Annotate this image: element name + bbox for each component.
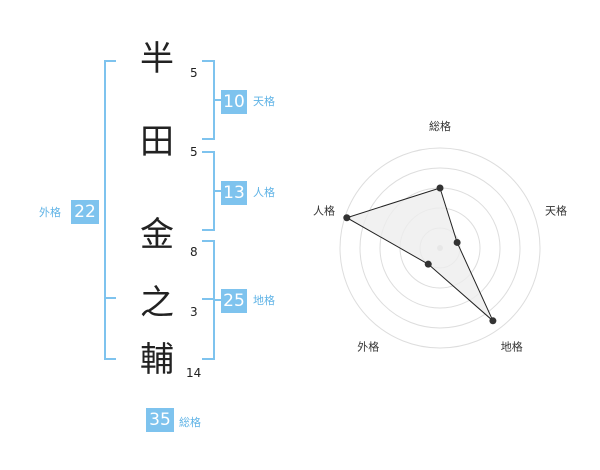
chikaku-bracket bbox=[202, 240, 215, 360]
radar-axis-label-4: 外格 bbox=[357, 340, 379, 354]
name-char-3: 金 bbox=[140, 215, 174, 255]
soukaku-badge: 35 bbox=[146, 408, 174, 432]
radar-point-2 bbox=[453, 238, 461, 246]
radar-point-1 bbox=[436, 184, 444, 192]
chikaku-badge: 25 bbox=[221, 289, 247, 313]
radar-axis-label-3: 地格 bbox=[501, 340, 523, 354]
name-char-2: 田 bbox=[140, 122, 174, 162]
radar-grid-ring bbox=[339, 147, 541, 349]
tenkaku-bracket-tick bbox=[215, 99, 221, 101]
jinkaku-badge: 13 bbox=[221, 181, 247, 205]
jinkaku-bracket-tick bbox=[215, 190, 221, 192]
tenkaku-badge: 10 bbox=[221, 90, 247, 114]
soukaku-label: 総格 bbox=[179, 416, 201, 429]
name-char-5: 輔 bbox=[140, 340, 174, 380]
radar-point-5 bbox=[343, 214, 351, 222]
chikaku-bracket-divider bbox=[202, 298, 215, 300]
stroke-count-4: 3 bbox=[190, 305, 198, 319]
gaikaku-bracket-divider bbox=[104, 297, 116, 299]
stroke-count-2: 5 bbox=[190, 145, 198, 159]
stroke-count-1: 5 bbox=[190, 66, 198, 80]
stroke-count-3: 8 bbox=[190, 245, 198, 259]
jinkaku-bracket bbox=[202, 151, 215, 231]
radar-point-3 bbox=[489, 317, 497, 325]
tenkaku-bracket bbox=[202, 60, 215, 140]
radar-axis-label-1: 総格 bbox=[429, 119, 451, 133]
name-char-1: 半 bbox=[140, 39, 174, 79]
radar-grid-ring bbox=[359, 167, 521, 329]
chikaku-bracket-tick bbox=[215, 299, 221, 301]
gaikaku-bracket bbox=[104, 60, 116, 360]
radar-series-area bbox=[345, 187, 494, 322]
gaikaku-badge: 22 bbox=[71, 200, 99, 224]
radar-axis-label-2: 天格 bbox=[545, 203, 567, 217]
jinkaku-label: 人格 bbox=[253, 186, 275, 199]
chikaku-label: 地格 bbox=[253, 294, 275, 307]
radar-point-4 bbox=[424, 260, 432, 268]
gaikaku-label: 外格 bbox=[39, 206, 61, 219]
tenkaku-label: 天格 bbox=[253, 95, 275, 108]
stroke-count-5: 14 bbox=[186, 366, 202, 380]
radar-axis-label-5: 人格 bbox=[313, 203, 335, 217]
name-char-4: 之 bbox=[140, 283, 174, 323]
